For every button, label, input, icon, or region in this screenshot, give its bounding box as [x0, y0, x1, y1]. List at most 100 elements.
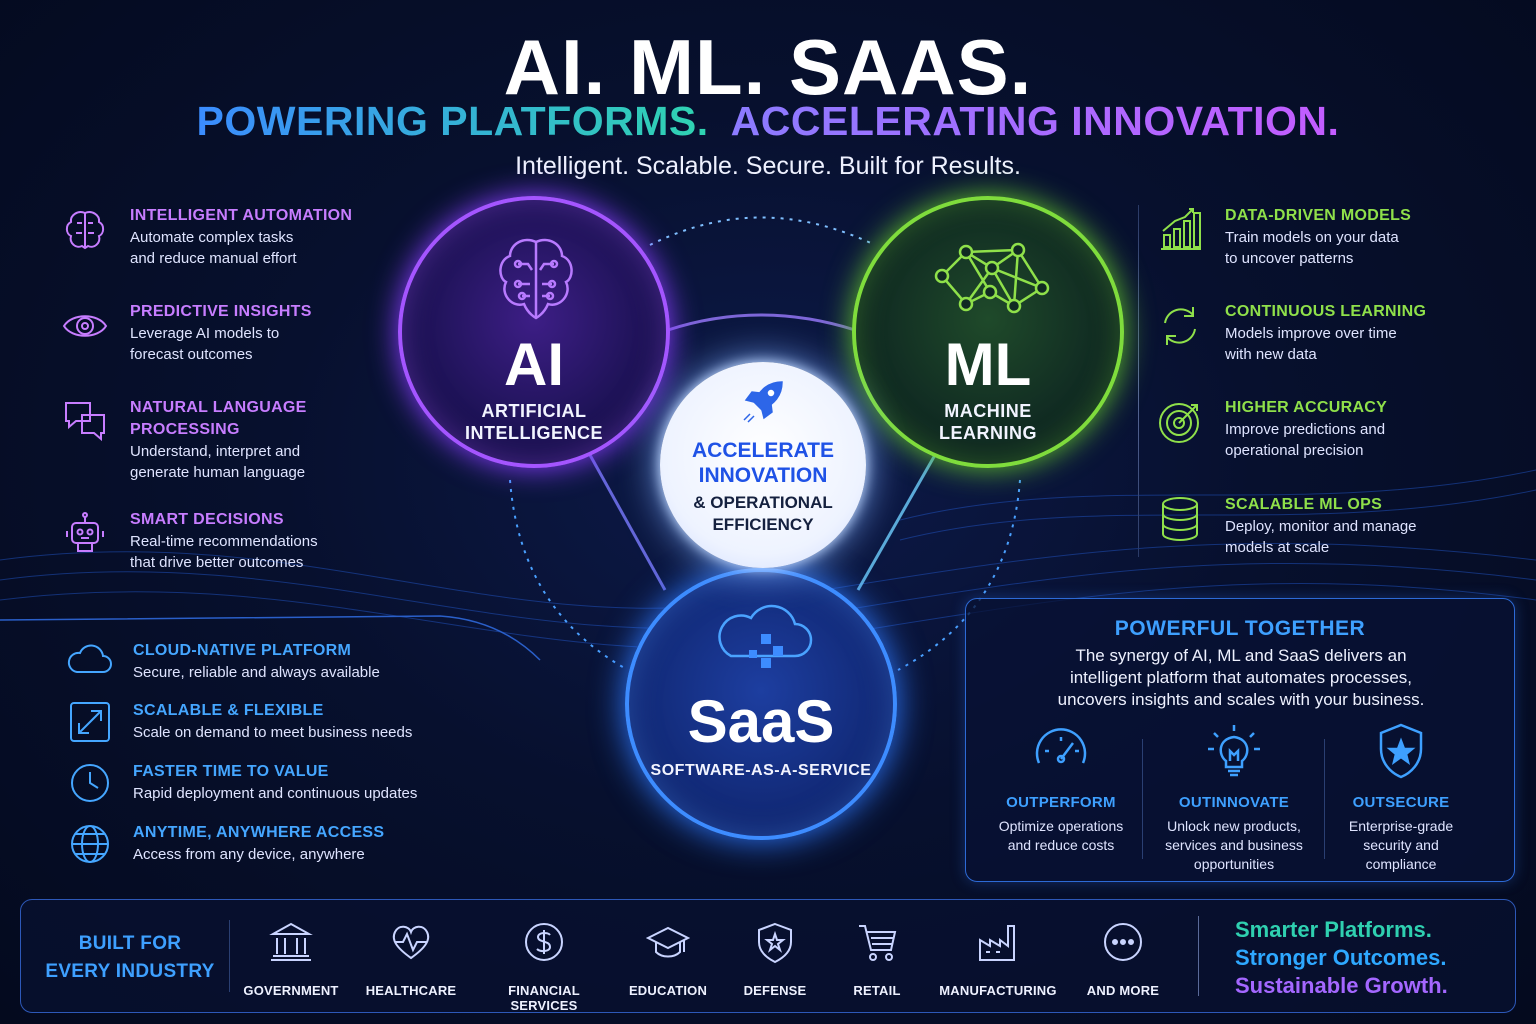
dollar-coin-icon [525, 923, 563, 961]
ai-circle: AI ARTIFICIAL INTELLIGENCE [398, 196, 670, 468]
feature-desc: Models improve over time [1225, 325, 1397, 342]
outsecure-item: OUTSECURE Enterprise-grade security and … [1316, 721, 1486, 874]
industry-label: MANUFACTURING [939, 983, 1057, 998]
feature-title: ANYTIME, ANYWHERE ACCESS [133, 824, 385, 841]
feature-desc: forecast outcomes [130, 346, 253, 363]
desc-line: compliance [1365, 856, 1437, 872]
feature-title: HIGHER ACCURACY [1225, 399, 1388, 416]
industry-label: AND MORE [1086, 983, 1160, 998]
feature-data-driven-models: DATA-DRIVEN MODELS Train models on your … [1155, 205, 1411, 269]
body-line: intelligent platform that automates proc… [1069, 668, 1413, 687]
industry-label: EDUCATION [628, 983, 708, 998]
shield-icon [758, 922, 792, 964]
industry-government: GOVERNMENT [226, 920, 356, 998]
database-icon [1155, 494, 1205, 544]
feature-title: NATURAL LANGUAGE [130, 399, 307, 416]
feature-desc: generate human language [130, 464, 306, 481]
feature-desc: with new data [1225, 346, 1317, 363]
feature-title: CONTINUOUS LEARNING [1225, 303, 1427, 320]
clock-icon [65, 761, 113, 805]
feature-desc: Leverage AI models to [130, 325, 280, 342]
rocket-icon [743, 381, 783, 423]
slogan: Smarter Platforms. Stronger Outcomes. Su… [1235, 916, 1448, 1000]
bar-chart-icon [1155, 205, 1205, 255]
center-line-3: & OPERATIONAL [693, 493, 833, 512]
feature-title: DATA-DRIVEN MODELS [1225, 207, 1412, 224]
feature-title: SCALABLE & FLEXIBLE [133, 702, 324, 719]
subtitle-platforms: POWERING PLATFORMS. [196, 98, 709, 144]
feature-desc: Real-time recommendations [130, 533, 318, 550]
heading-line: EVERY INDUSTRY [45, 961, 215, 982]
feature-desc: and reduce manual effort [130, 250, 297, 267]
feature-desc: Rapid deployment and continuous updates [133, 785, 418, 802]
globe-icon [65, 822, 113, 866]
ml-circle: ML MACHINE LEARNING [852, 196, 1124, 468]
feature-title: SCALABLE ML OPS [1225, 496, 1383, 513]
body-line: uncovers insights and scales with your b… [1057, 690, 1425, 709]
outsecure-title: OUTSECURE [1352, 794, 1450, 811]
desc-line: and reduce costs [1007, 837, 1115, 853]
feature-continuous-learning: CONTINUOUS LEARNING Models improve over … [1155, 301, 1426, 365]
industry-defense: DEFENSE [710, 920, 840, 998]
outperform-item: OUTPERFORM Optimize operations and reduc… [976, 721, 1146, 855]
ml-label-2: LEARNING [939, 423, 1037, 443]
feature-desc: Secure, reliable and always available [133, 664, 380, 681]
saas-circle: SaaS SOFTWARE-AS-A-SERVICE [625, 568, 897, 840]
desc-line: opportunities [1193, 856, 1275, 872]
divider [1324, 739, 1325, 859]
factory-icon [979, 925, 1015, 961]
chat-bubbles-icon [60, 397, 110, 447]
slogan-line-1: Smarter Platforms. [1235, 917, 1432, 942]
industry-label: FINANCIAL SERVICES [508, 983, 580, 1013]
industry-manufacturing: MANUFACTURING [933, 920, 1063, 998]
government-icon [269, 922, 313, 961]
divider [1198, 916, 1199, 996]
feature-desc: Train models on your data [1225, 229, 1399, 246]
powerful-together-body: The synergy of AI, ML and SaaS delivers … [1006, 645, 1476, 711]
feature-desc: that drive better outcomes [130, 554, 304, 571]
desc-line: services and business [1165, 837, 1303, 853]
feature-desc: Improve predictions and [1225, 421, 1386, 438]
feature-desc: to uncover patterns [1225, 250, 1354, 267]
feature-cloud-native: CLOUD-NATIVE PLATFORM Secure, reliable a… [65, 640, 380, 683]
feature-title: FASTER TIME TO VALUE [133, 763, 329, 780]
outperform-desc: Optimize operations and reduce costs [976, 817, 1146, 855]
lightbulb-icon [1208, 725, 1260, 777]
slogan-line-2: Stronger Outcomes. [1235, 945, 1447, 970]
heart-pulse-icon [392, 925, 430, 960]
feature-desc: Access from any device, anywhere [133, 846, 365, 863]
target-icon [1155, 397, 1205, 447]
feature-title: PREDICTIVE INSIGHTS [130, 303, 312, 320]
outinnovate-title: OUTINNOVATE [1178, 794, 1290, 811]
industries-heading: BUILT FOR EVERY INDUSTRY [45, 930, 215, 986]
body-line: The synergy of AI, ML and SaaS delivers … [1075, 646, 1407, 665]
expand-icon [65, 700, 113, 744]
graduation-cap-icon [645, 926, 691, 958]
ai-label-1: ARTIFICIAL [481, 401, 587, 421]
industry-label: GOVERNMENT [243, 983, 339, 998]
feature-desc: Understand, interpret and [130, 443, 301, 460]
eye-icon [60, 301, 110, 351]
outsecure-desc: Enterprise-grade security and compliance [1316, 817, 1486, 874]
ml-title: ML [944, 331, 1032, 398]
divider [1142, 739, 1143, 859]
ai-label-2: INTELLIGENCE [464, 423, 603, 443]
cloud-icon [65, 640, 113, 680]
feature-desc: operational precision [1225, 442, 1364, 459]
industry-label: DEFENSE [743, 983, 807, 998]
ai-title: AI [504, 331, 564, 398]
divider [229, 920, 230, 992]
center-line-2: INNOVATION [698, 464, 828, 487]
feature-smart-decisions: SMART DECISIONS Real-time recommendation… [60, 509, 318, 573]
center-circle: ACCELERATE INNOVATION & OPERATIONAL EFFI… [660, 362, 866, 568]
feature-title: CLOUD-NATIVE PLATFORM [133, 642, 352, 659]
saas-label: SOFTWARE-AS-A-SERVICE [650, 762, 872, 779]
industry-label: HEALTHCARE [365, 983, 457, 998]
powerful-together-title: POWERFUL TOGETHER [1114, 617, 1366, 640]
feature-title: SMART DECISIONS [130, 511, 284, 528]
industry-healthcare: HEALTHCARE [346, 920, 476, 998]
center-line-1: ACCELERATE [692, 439, 834, 462]
desc-line: Unlock new products, [1167, 818, 1301, 834]
cloud-blocks-icon [718, 604, 813, 668]
slogan-line-3: Sustainable Growth. [1235, 973, 1448, 998]
